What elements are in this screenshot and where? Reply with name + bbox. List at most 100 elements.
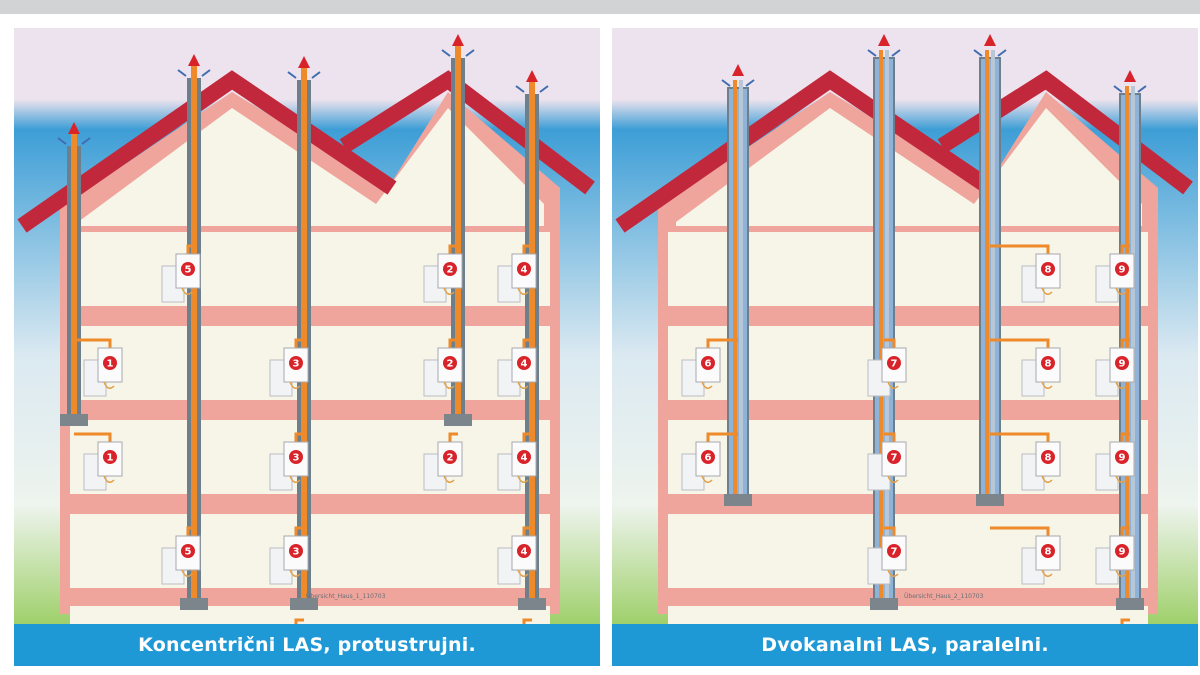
intake-arrow-icon: [441, 49, 475, 57]
connector-pipe: [74, 338, 112, 350]
floor-room: [668, 514, 1148, 588]
boiler-number-label: 4: [521, 359, 528, 370]
intake-arrow-icon: [973, 49, 1007, 57]
boiler-unit: 7: [867, 338, 907, 397]
connector-pipe: [1120, 338, 1130, 350]
condensate-pipe: [1041, 475, 1053, 483]
connector-pipe: [706, 432, 738, 444]
connector-pipe: [448, 432, 458, 444]
connector-pipe: [884, 432, 896, 444]
boiler-number-label: 3: [293, 547, 300, 558]
floor-room: [668, 606, 1148, 624]
flue-base: [1116, 598, 1144, 610]
boiler-unit: 4: [497, 244, 537, 303]
boiler-number-label: 1: [107, 359, 114, 370]
condensate-pipe: [103, 475, 115, 483]
house-diagram-concentric: 5241324132453434Übersicht_Haus_1_110703: [14, 28, 600, 624]
boiler-unit: 9: [1095, 526, 1135, 585]
connector-pipe: [294, 338, 304, 350]
condensate-pipe: [887, 569, 899, 577]
boiler-badge: [887, 544, 901, 558]
roof-right: [339, 70, 595, 195]
boiler-badge: [1041, 262, 1055, 276]
caption-concentric: Koncentrični LAS, protustrujni.: [14, 624, 600, 666]
boiler-badge: [887, 450, 901, 464]
boiler-body: [97, 441, 123, 477]
connector-pipe: [186, 244, 194, 256]
flue-base: [180, 598, 208, 610]
boiler-badge: [289, 450, 303, 464]
boiler-unit: 9: [1120, 618, 1130, 624]
boiler-number-label: 9: [1119, 359, 1126, 370]
intake-arrow-icon: [177, 69, 211, 77]
boiler-badge: [1041, 544, 1055, 558]
boiler-unit: 5: [161, 526, 201, 585]
connector-pipe: [522, 526, 532, 538]
connector-pipe: [1120, 432, 1130, 444]
exhaust-arrow-icon: [984, 34, 996, 46]
boiler-badge: [517, 262, 531, 276]
boiler-unit: 2: [423, 432, 463, 491]
boiler-unit: 4: [497, 526, 537, 585]
boiler-unit: 8: [990, 338, 1061, 397]
boiler-unit: 4: [497, 338, 537, 397]
connector-pipe: [1120, 526, 1130, 538]
connector-pipe: [1120, 244, 1130, 256]
boiler-unit: 7: [867, 526, 907, 585]
exhaust-arrow-icon: [68, 122, 80, 134]
condensate-pipe: [289, 569, 301, 577]
connector-pipe: [448, 244, 458, 256]
boiler-number-label: 3: [293, 359, 300, 370]
boiler-body: [1109, 347, 1135, 383]
connector-pipe: [522, 244, 532, 256]
condensate-pipe: [181, 569, 193, 577]
boiler-unit: 3: [294, 618, 304, 624]
condensate-pipe: [887, 381, 899, 389]
exhaust-arrow-icon: [526, 70, 538, 82]
boiler-badge: [887, 356, 901, 370]
boiler-number-label: 9: [1119, 547, 1126, 558]
boiler-unit: 4: [522, 618, 532, 624]
caption-twin-channel: Dvokanalni LAS, paralelni.: [612, 624, 1198, 666]
connector-pipe: [990, 432, 1050, 444]
flue-exhaust-line: [191, 66, 197, 604]
flue-intake-line: [885, 50, 889, 604]
boiler-badge: [517, 356, 531, 370]
connector-pipe: [990, 526, 1050, 538]
boiler-body: [1109, 441, 1135, 477]
flue-exhaust-line: [529, 82, 535, 604]
flue-exhaust-line: [733, 80, 737, 500]
exhaust-arrow-icon: [732, 64, 744, 76]
attic-interior: [676, 108, 1142, 226]
boiler-number-label: 6: [705, 453, 712, 464]
boiler-badge: [443, 356, 457, 370]
boiler-unit: 3: [269, 338, 309, 397]
boiler-number-label: 7: [891, 453, 898, 464]
connector-pipe: [1120, 618, 1130, 624]
condensate-pipe: [1041, 381, 1053, 389]
boiler-number-label: 5: [185, 265, 192, 276]
boiler-unit: 6: [681, 432, 738, 491]
condensate-pipe: [517, 287, 529, 295]
boiler-badge: [1115, 544, 1129, 558]
exhaust-arrow-icon: [188, 54, 200, 66]
boiler-number-label: 7: [891, 547, 898, 558]
exhaust-arrow-icon: [878, 34, 890, 46]
condensate-pipe: [1115, 381, 1127, 389]
condensate-pipe: [887, 475, 899, 483]
connector-pipe: [706, 338, 738, 350]
flue-base: [870, 598, 898, 610]
flue-exhaust-line: [879, 50, 883, 604]
floor-room: [70, 606, 550, 624]
exhaust-arrow-icon: [452, 34, 464, 46]
boiler-number-label: 2: [447, 453, 454, 464]
boiler-badge: [1041, 356, 1055, 370]
intake-arrow-icon: [1113, 85, 1147, 93]
boiler-badge: [443, 262, 457, 276]
flue-exhaust-line: [71, 134, 77, 420]
boiler-unit: 5: [161, 244, 201, 303]
boiler-number-label: 3: [293, 453, 300, 464]
boiler-body: [175, 253, 201, 289]
condensate-pipe: [443, 287, 455, 295]
boiler-unit: 6: [681, 338, 738, 397]
